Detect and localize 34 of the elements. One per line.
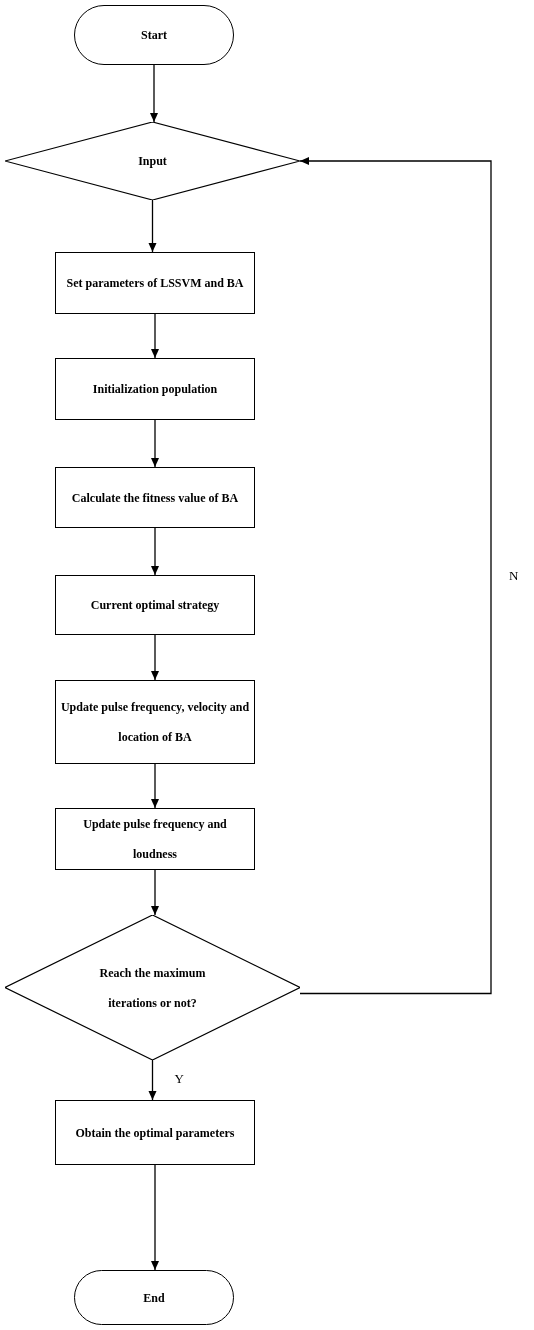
node-text: Update pulse frequency and loudness xyxy=(82,816,228,863)
node-text: End xyxy=(142,1289,166,1307)
process-box xyxy=(55,575,255,635)
node-text: Set parameters of LSSVM and BA xyxy=(65,275,245,292)
arrow xyxy=(151,1164,159,1271)
node-text: Reach the maximum iterations or not? xyxy=(98,964,207,1012)
arrow xyxy=(148,199,157,253)
process-box xyxy=(55,252,255,314)
process-box xyxy=(55,808,255,870)
arrow xyxy=(151,869,159,916)
node-text: Obtain the optimal parameters xyxy=(74,1124,236,1142)
process-box xyxy=(55,358,255,420)
arrow xyxy=(151,763,159,809)
edge-label: Y xyxy=(172,1072,186,1085)
decision-diamond xyxy=(5,915,300,1060)
terminal-shape xyxy=(74,5,234,65)
arrow xyxy=(151,313,159,359)
node-text: Update pulse frequency, velocity and location of BA xyxy=(59,699,251,746)
arrow xyxy=(148,1059,157,1101)
arrow xyxy=(151,527,159,576)
arrow xyxy=(299,157,492,995)
process-box xyxy=(55,467,255,528)
edge-label: N xyxy=(507,569,521,583)
arrow xyxy=(151,419,159,468)
node-text: Start xyxy=(140,27,168,44)
arrow xyxy=(150,64,158,123)
node-text: Current optimal strategy xyxy=(89,597,221,614)
node-text: Initialization population xyxy=(91,381,219,398)
process-box xyxy=(55,1100,255,1165)
node-text: Calculate the fitness value of BA xyxy=(70,489,240,507)
process-box xyxy=(55,680,255,764)
node-text: Input xyxy=(137,153,168,170)
decision-diamond xyxy=(5,122,300,200)
arrow xyxy=(151,634,159,681)
